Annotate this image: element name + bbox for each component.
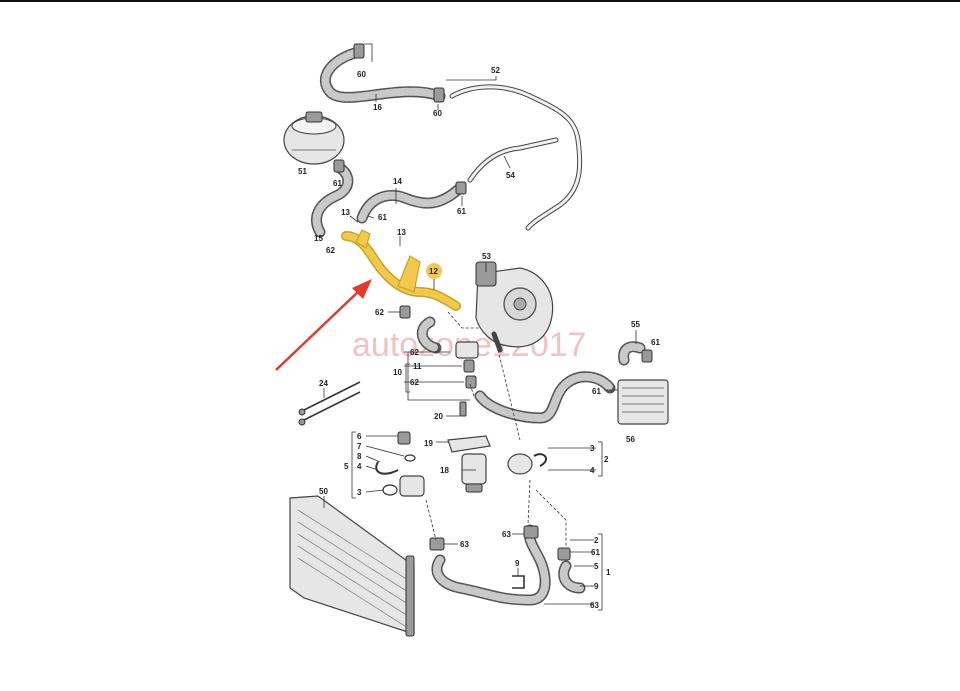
label-3-right: 3: [590, 444, 595, 453]
hose-right-to-cooler[interactable]: [416, 316, 616, 424]
coolant-pipe-12-highlighted[interactable]: [341, 229, 461, 311]
oil-cooler-56[interactable]: [617, 379, 669, 425]
label-13-a: 13: [341, 208, 350, 217]
label-12-badge: [426, 263, 442, 279]
label-60-mid: 60: [433, 109, 442, 118]
label-14: 14: [393, 177, 402, 186]
clamp-61-right[interactable]: [641, 349, 653, 363]
label-5-lower: 5: [594, 562, 599, 571]
label-19: 19: [424, 439, 433, 448]
label-20: 20: [434, 412, 443, 421]
hose-14[interactable]: [356, 182, 466, 224]
label-52: 52: [491, 66, 500, 75]
label-61-a: 61: [333, 179, 342, 188]
label-15: 15: [314, 234, 323, 243]
label-16: 16: [373, 103, 382, 112]
clamp-61-left[interactable]: [333, 159, 345, 173]
label-62-d: 62: [410, 378, 419, 387]
expansion-tank-51[interactable]: [283, 111, 345, 165]
label-61-f: 61: [591, 548, 600, 557]
label-53: 53: [482, 252, 491, 261]
hose-16[interactable]: [319, 46, 446, 103]
clamp-63-mid[interactable]: [523, 525, 539, 539]
label-1: 1: [606, 568, 611, 577]
lower-hose-right[interactable]: [558, 560, 586, 594]
label-60-top: 60: [357, 70, 366, 79]
label-56: 56: [626, 435, 635, 444]
label-9-lower: 9: [594, 582, 599, 591]
part-labels: 60 16 52 60 51 61 14 61 54 13 61 15 62 1…: [298, 66, 660, 610]
clamp-61-upper[interactable]: [455, 181, 467, 195]
clamp-60-mid[interactable]: [433, 87, 445, 103]
label-63-mid: 63: [502, 530, 511, 539]
label-62-c: 62: [410, 348, 419, 357]
clamp-63-left[interactable]: [429, 537, 445, 551]
label-2-right: 2: [604, 455, 609, 464]
label-6: 6: [357, 432, 362, 441]
label-3-left: 3: [357, 488, 362, 497]
label-61-c: 61: [378, 213, 387, 222]
top-border-line: [0, 0, 960, 2]
label-7: 7: [357, 442, 362, 451]
label-12: 12: [429, 267, 438, 276]
label-8: 8: [357, 452, 362, 461]
label-55: 55: [631, 320, 640, 329]
clamp-61-lower[interactable]: [557, 547, 571, 561]
label-61-e: 61: [592, 387, 601, 396]
radiator-50[interactable]: [289, 495, 415, 637]
clip-9[interactable]: [512, 575, 525, 589]
label-61-d: 61: [651, 338, 660, 347]
label-62-b: 62: [375, 308, 384, 317]
clamp-62-left[interactable]: [399, 305, 411, 319]
label-2-lower: 2: [594, 536, 599, 545]
label-18: 18: [440, 466, 449, 475]
label-4-right: 4: [590, 466, 595, 475]
lower-hose-left[interactable]: [431, 524, 551, 606]
assembly-lines: [425, 311, 567, 548]
hose-15[interactable]: [311, 162, 354, 238]
label-9-mid: 9: [515, 559, 520, 568]
clamp-60-top[interactable]: [353, 43, 365, 59]
connector-11[interactable]: [455, 341, 479, 389]
auxiliary-pump-18[interactable]: [461, 453, 487, 493]
label-11: 11: [413, 362, 422, 371]
connector-right-2[interactable]: [507, 453, 547, 475]
label-50: 50: [319, 487, 328, 496]
cable-tie-24[interactable]: [298, 381, 361, 426]
label-62-a: 62: [326, 246, 335, 255]
connector-left-5[interactable]: [375, 431, 425, 497]
hose-55[interactable]: [618, 341, 646, 366]
label-24: 24: [319, 379, 328, 388]
label-4-left: 4: [357, 462, 362, 471]
thermostat-housing-53[interactable]: [475, 261, 554, 353]
label-63-lower: 63: [590, 601, 599, 610]
vent-line-52[interactable]: [449, 84, 583, 231]
label-13-b: 13: [397, 228, 406, 237]
bolt-20[interactable]: [459, 401, 467, 417]
label-51: 51: [298, 167, 307, 176]
label-63-left: 63: [460, 540, 469, 549]
leader-lines: [323, 43, 637, 611]
bracket-19[interactable]: [447, 435, 491, 453]
label-10: 10: [393, 368, 402, 377]
red-pointer-arrow: [275, 279, 372, 371]
label-54: 54: [506, 171, 515, 180]
label-61-b: 61: [457, 207, 466, 216]
label-5-left: 5: [344, 462, 349, 471]
